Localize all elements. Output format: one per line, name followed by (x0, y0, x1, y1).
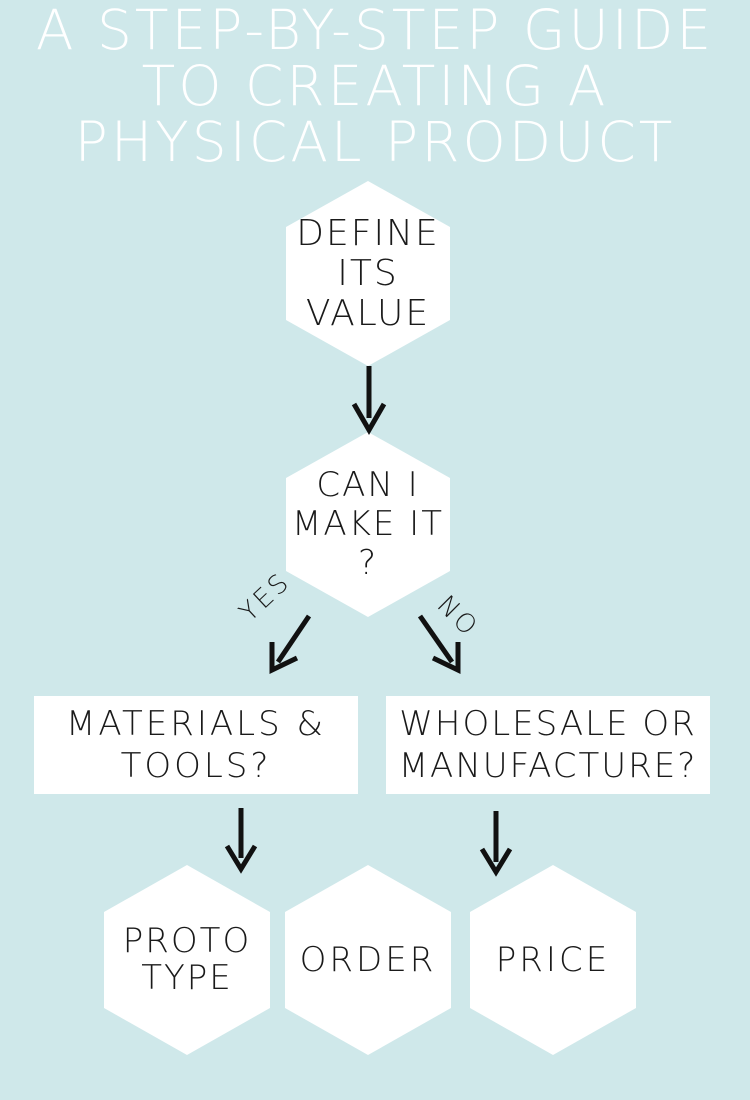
node-can-i-make-it: CAN I MAKE IT ? (286, 432, 450, 617)
node-materials-tools-line-1: MATERIALS & (66, 704, 326, 744)
node-materials-tools-line-2: TOOLS? (120, 746, 272, 786)
arrow-materials-to-prototype (224, 808, 258, 874)
title-line-3: PHYSICAL PRODUCT (74, 110, 676, 174)
node-materials-tools: MATERIALS & TOOLS? (34, 696, 358, 794)
node-define-value-line-3: VALUE (305, 292, 431, 334)
arrow-wholesale-to-price (479, 811, 513, 877)
node-wholesale-manufacture-line-1: WHOLESALE OR (399, 704, 697, 744)
node-define-value-line-1: DEFINE (296, 212, 440, 254)
hexagon-shape (285, 865, 451, 1055)
node-wholesale-manufacture: WHOLESALE OR MANUFACTURE? (386, 696, 710, 794)
node-can-i-make-it-line-3: ? (357, 543, 379, 583)
hexagon-shape (470, 865, 636, 1055)
hexagon-shape (286, 432, 450, 617)
node-prototype: PROTO TYPE (104, 865, 270, 1055)
hexagon-shape (104, 865, 270, 1055)
node-define-value-line-2: ITS (337, 252, 399, 294)
hexagon-shape (286, 181, 450, 366)
title-line-2: TO CREATING A (141, 54, 609, 118)
node-prototype-line-1: PROTO (122, 921, 252, 961)
arrow-define-to-can (351, 366, 387, 436)
node-price-line-1: PRICE (495, 940, 611, 980)
page-title: A STEP-BY-STEP GUIDE TO CREATING A PHYSI… (0, 2, 750, 170)
node-can-i-make-it-line-2: MAKE IT (292, 504, 444, 544)
node-define-value: DEFINE ITS VALUE (286, 181, 450, 366)
node-order-line-1: ORDER (299, 940, 437, 980)
node-price: PRICE (470, 865, 636, 1055)
node-order: ORDER (285, 865, 451, 1055)
node-wholesale-manufacture-line-2: MANUFACTURE? (398, 746, 698, 786)
title-line-1: A STEP-BY-STEP GUIDE (35, 0, 715, 62)
arrow-yes-to-materials (269, 614, 312, 674)
node-prototype-line-2: TYPE (141, 958, 233, 998)
node-can-i-make-it-line-1: CAN I (316, 465, 420, 505)
